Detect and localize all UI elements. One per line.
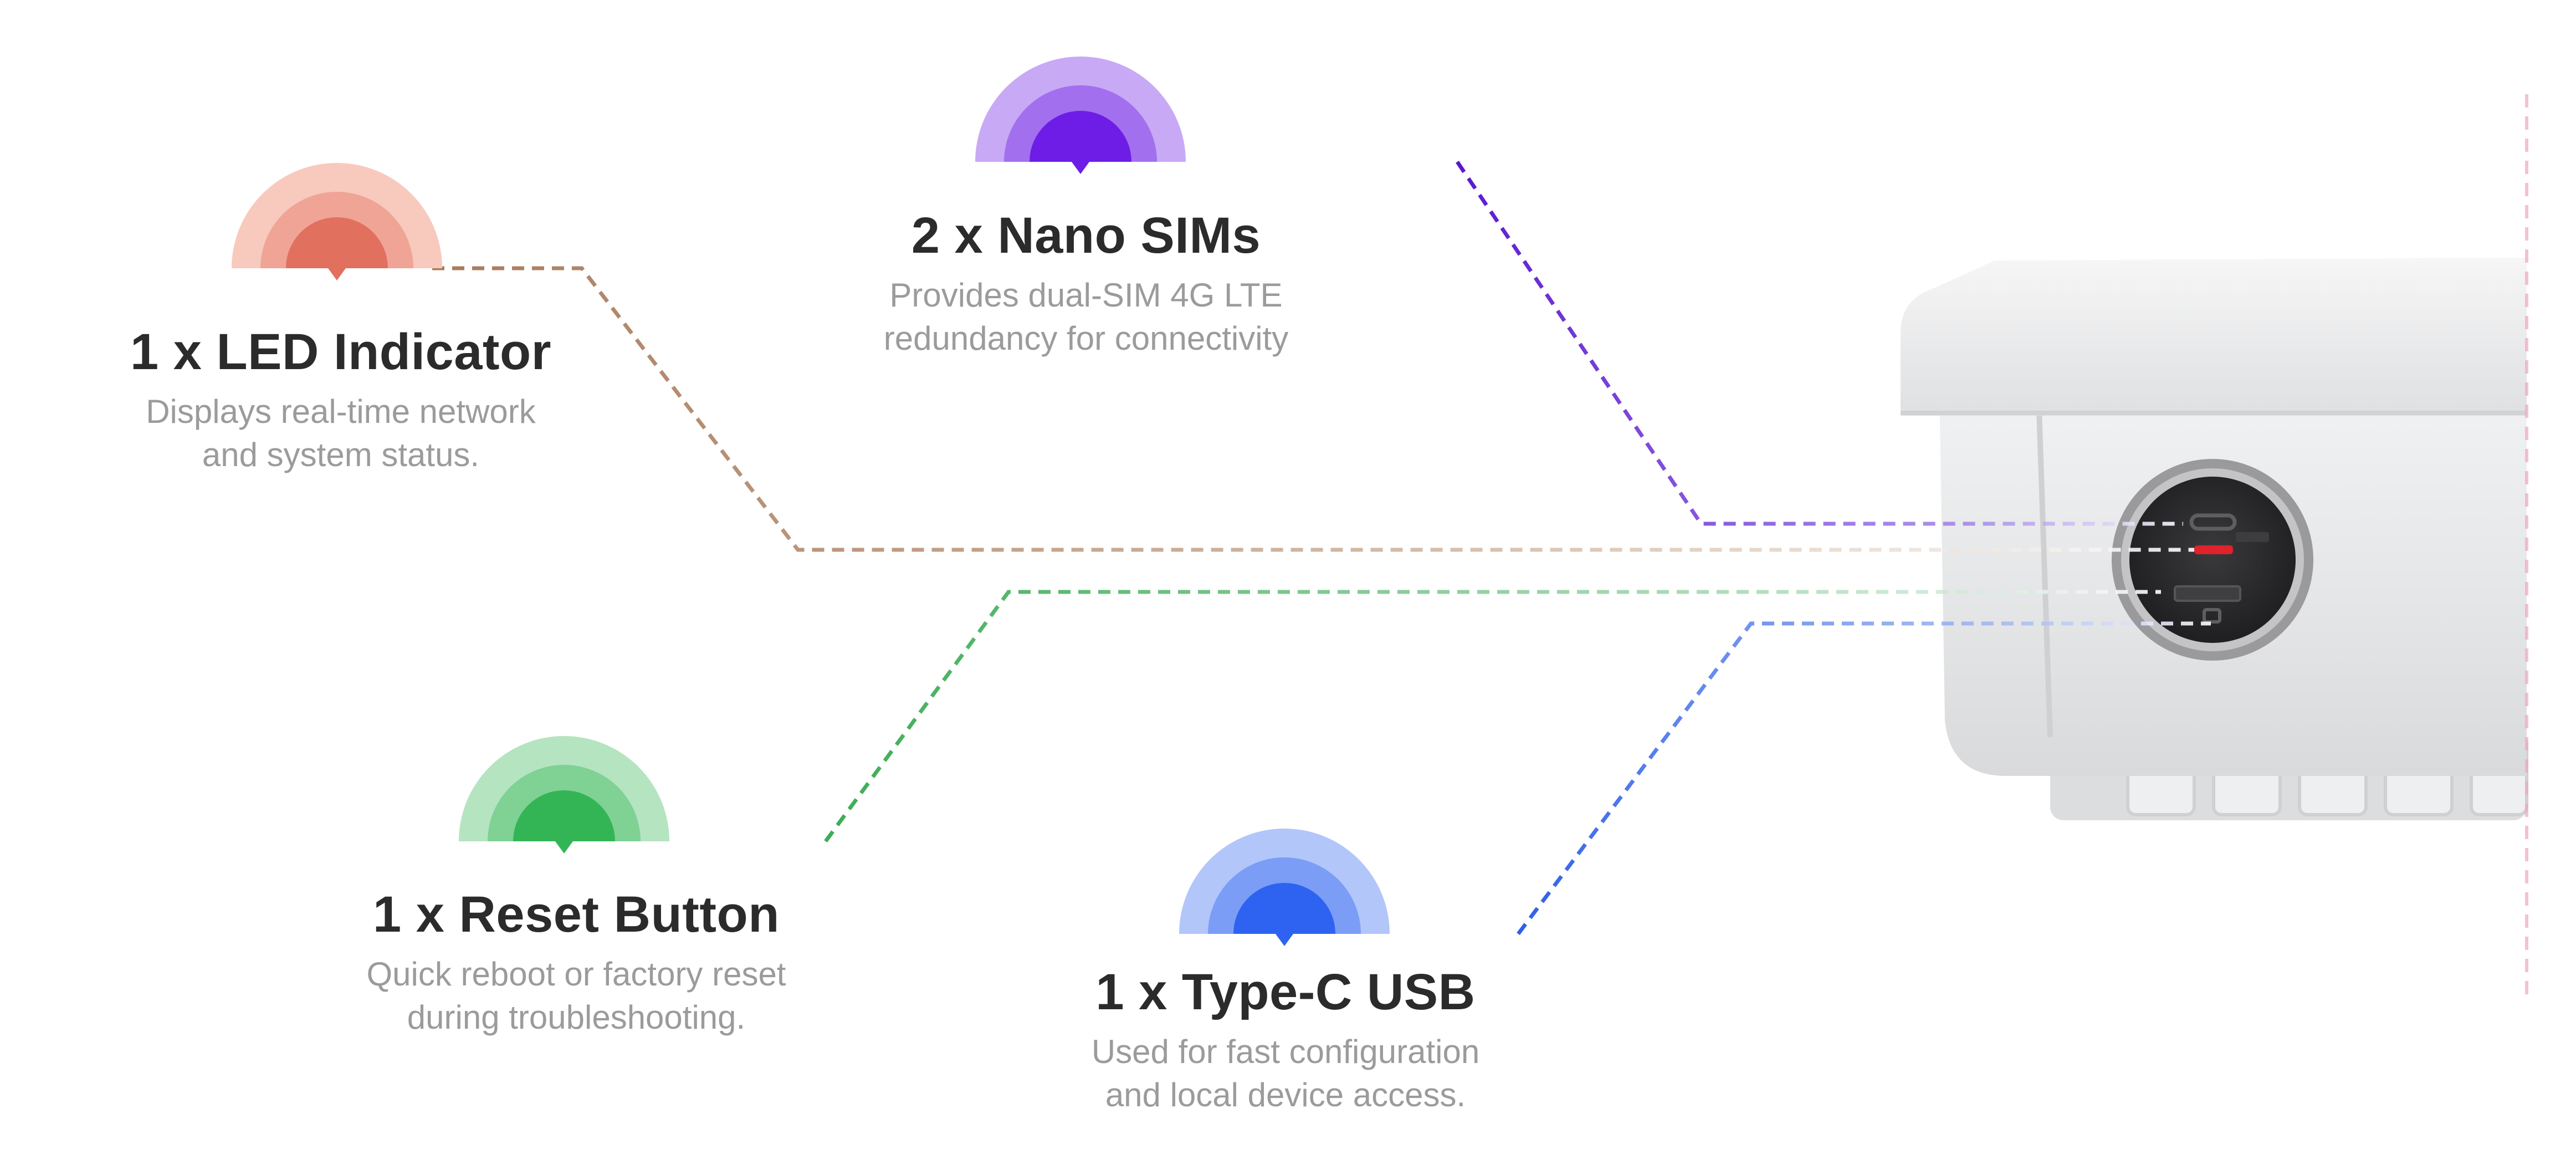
- marker-pointer: [1276, 934, 1293, 946]
- marker-ring-2: [513, 790, 615, 841]
- marker-pointer: [1072, 162, 1089, 174]
- callout-title: 1 x Type-C USB: [1095, 964, 1476, 1020]
- port-panel: [2112, 459, 2313, 661]
- callout-description: Displays real-time network and system st…: [146, 393, 536, 474]
- enclosure-lid: [1901, 258, 2527, 416]
- callout-reset: 1 x Reset Button Quick reboot or factory…: [366, 886, 786, 1039]
- callout-title: 2 x Nano SIMs: [911, 207, 1261, 264]
- marker-ring-2: [1030, 111, 1131, 162]
- sim-slot: [2174, 585, 2241, 602]
- callout-led: 1 x LED Indicator Displays real-time net…: [130, 324, 551, 477]
- reset-hole: [2203, 608, 2221, 624]
- marker-pointer: [328, 268, 346, 280]
- marker-ring-0: [975, 57, 1186, 162]
- connector-led: [432, 266, 2194, 552]
- reset-button-icon: [459, 736, 669, 854]
- connector-usb: [1517, 621, 2211, 936]
- callout-sim: 2 x Nano SIMs Provides dual-SIM 4G LTE r…: [883, 207, 1289, 360]
- callout-description: Quick reboot or factory reset during tro…: [366, 955, 786, 1036]
- marker-ring-0: [232, 163, 442, 268]
- callout-title: 1 x LED Indicator: [130, 324, 551, 380]
- sim-card-icon: [975, 57, 1186, 174]
- connector-lines: [432, 160, 2211, 936]
- callout-title: 1 x Reset Button: [373, 886, 780, 943]
- device-enclosure: [1901, 94, 2528, 998]
- connector-sim: [1456, 161, 2183, 526]
- marker-ring-0: [459, 736, 669, 841]
- callout-description: Provides dual-SIM 4G LTE redundancy for …: [883, 277, 1289, 357]
- marker-ring-2: [286, 217, 388, 268]
- marker-pointer: [555, 841, 573, 854]
- icon-markers: [232, 57, 1390, 946]
- callout-description: Used for fast configuration and local de…: [1091, 1033, 1480, 1114]
- marker-ring-0: [1179, 829, 1390, 934]
- connector-reset: [824, 590, 2161, 843]
- usb-c-port: [2189, 513, 2237, 531]
- led-indicator-icon: [232, 163, 442, 280]
- marker-ring-2: [1233, 883, 1335, 934]
- usb-c-icon: [1179, 829, 1390, 946]
- led-light: [2194, 545, 2233, 554]
- callout-usb: 1 x Type-C USB Used for fast configurati…: [1092, 964, 1479, 1117]
